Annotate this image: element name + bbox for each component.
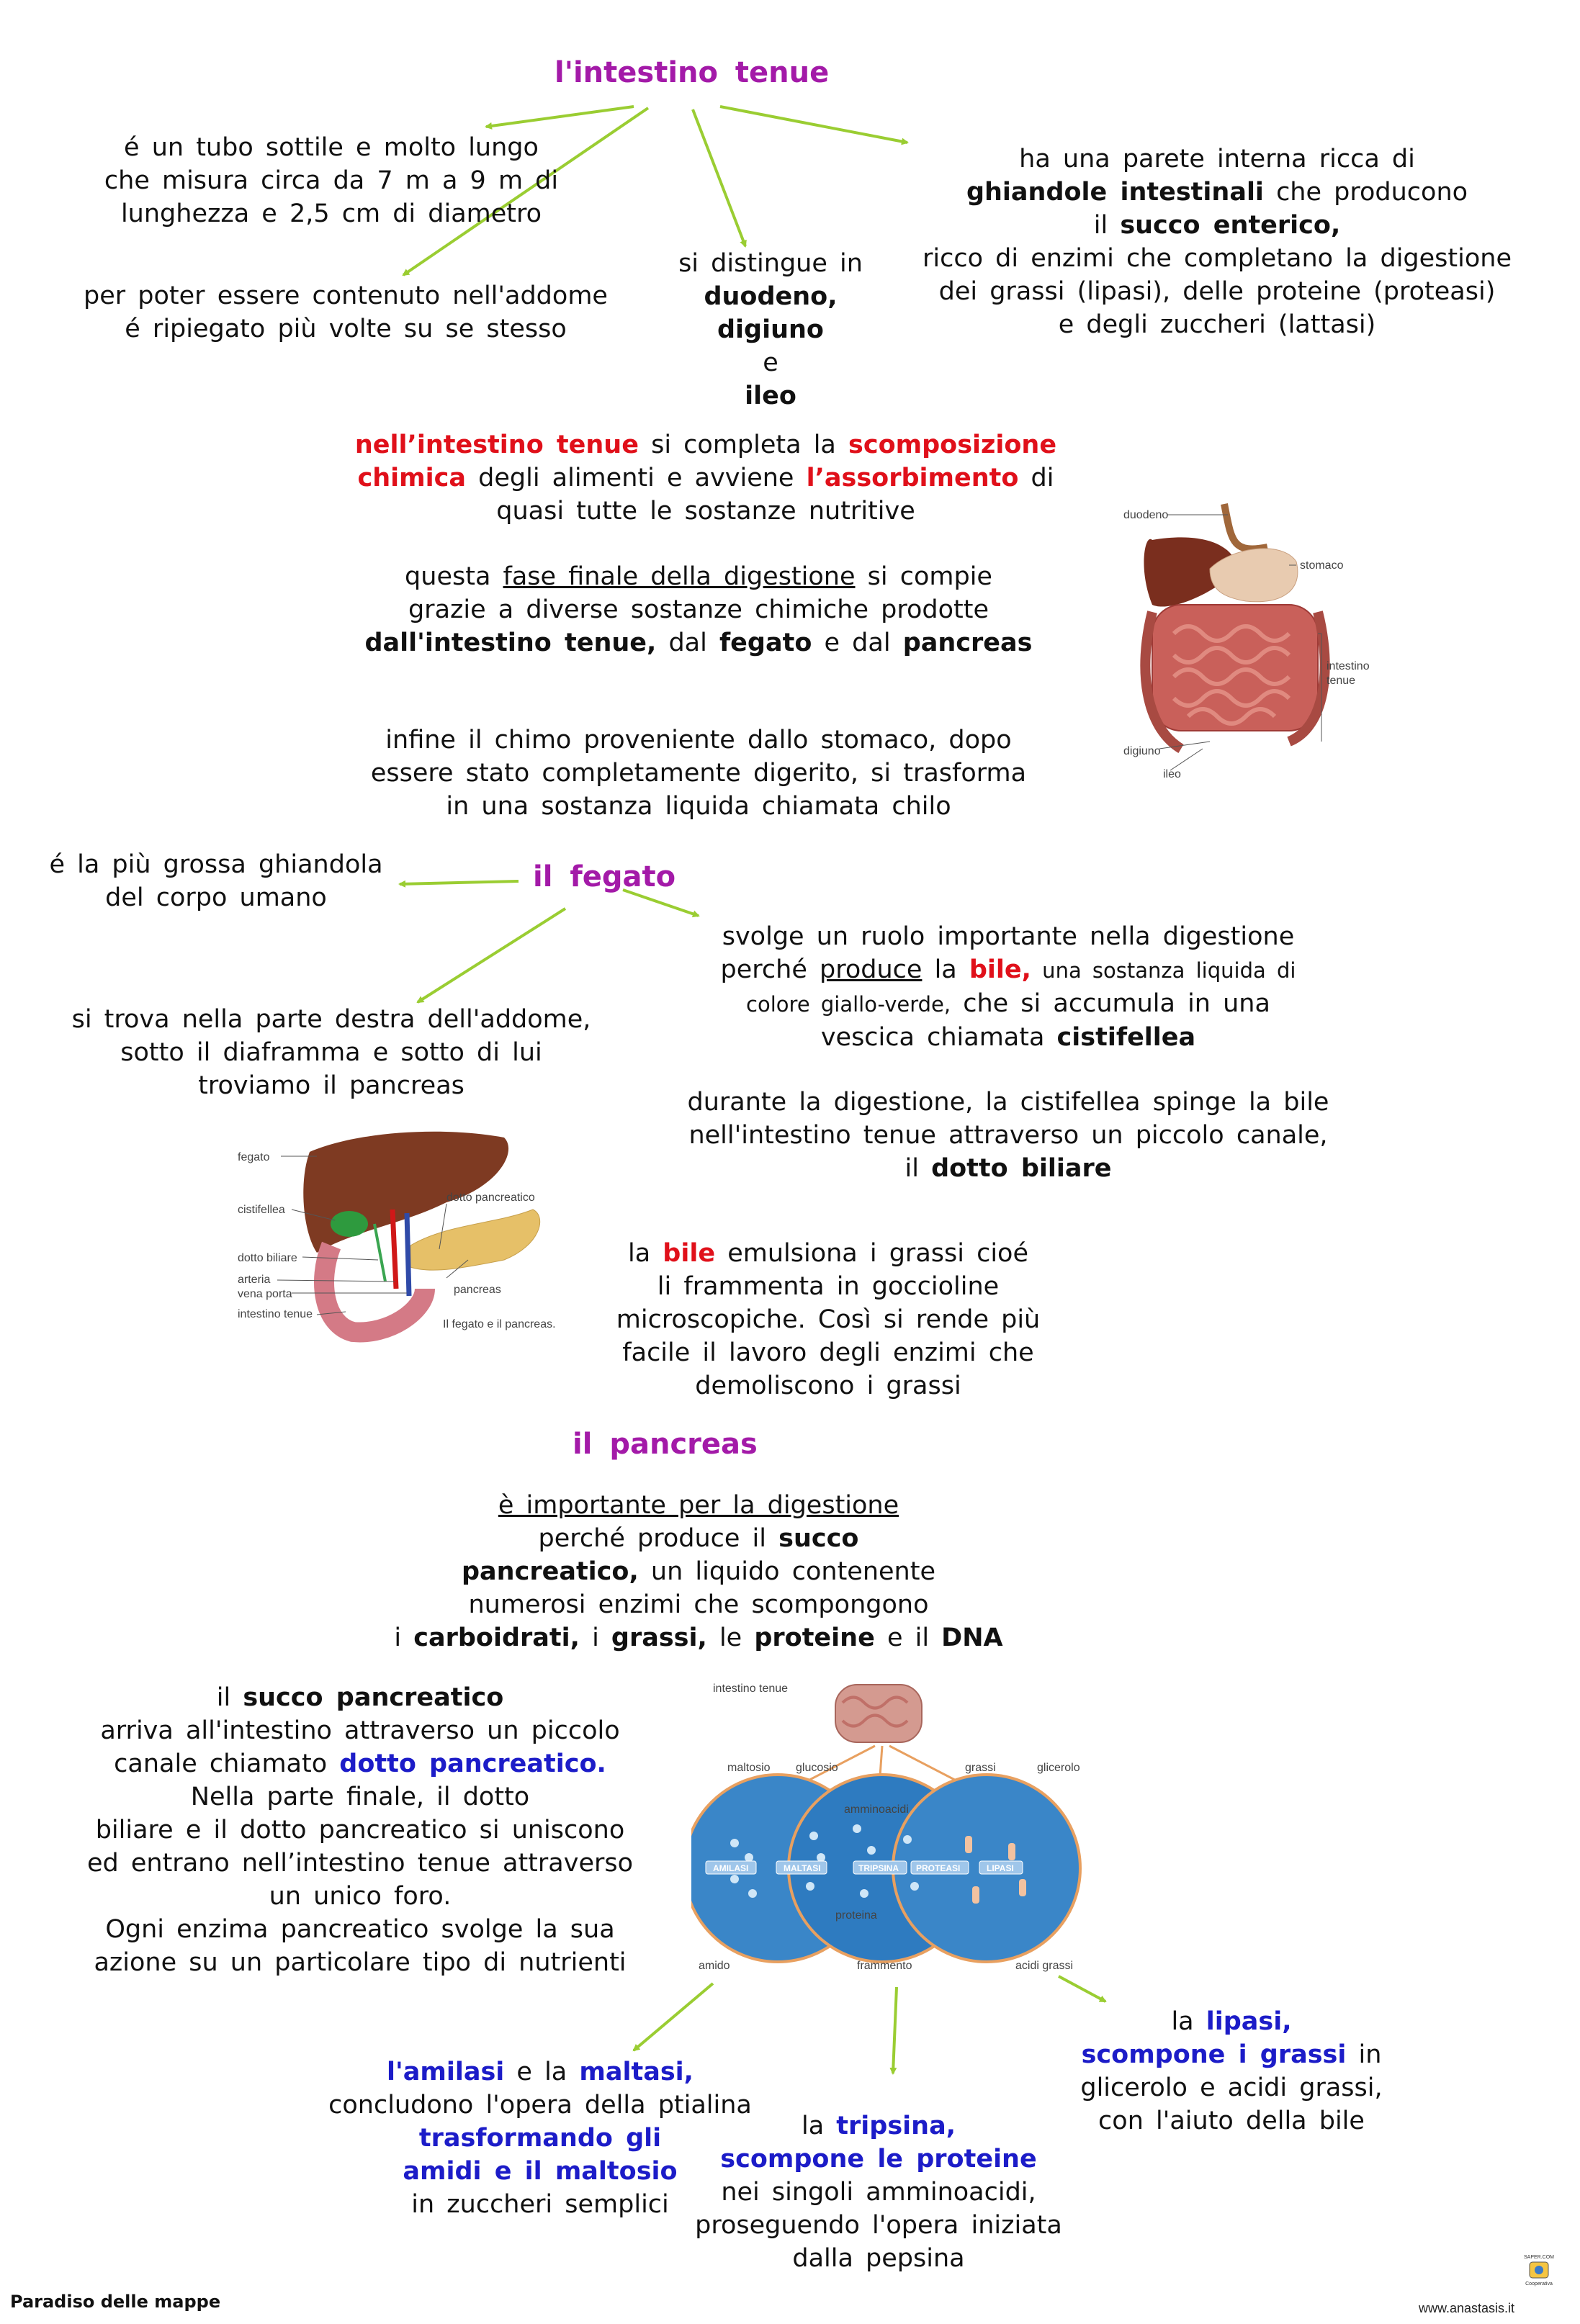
label-maltosio: maltosio [727,1762,771,1774]
label-cistifellea: cistifellea [238,1204,285,1216]
label-intestino-tenue-2: intestino tenue [713,1683,788,1695]
fegato-bile: svolge un ruolo importante nella digesti… [648,920,1368,1054]
arrow-lipasi [1059,1976,1105,2001]
label-glucosio: glucosio [796,1762,838,1774]
pancreatic-enzymes-illustration: AMILASI MALTASI TRIPSINA PROTEASI LIPASI… [691,1670,1109,1973]
intestino-glands: ha una parete interna ricca di ghiandole… [893,143,1541,341]
digestive-system-illustration: duodeno stomaco intestino tenue digiuno … [1123,497,1397,799]
arrow-amilasi [634,1983,713,2050]
pancreas-succo: il succo pancreatico arriva all'intestin… [65,1681,655,1979]
arrow-fegato-bile [623,890,699,916]
intestino-desc: é un tubo sottile e molto lungo che misu… [43,131,619,230]
intestino-final: questa fase finale della digestione si c… [317,560,1080,659]
pancreas-imp: è importante per la digestione perché pr… [310,1489,1087,1654]
label-intestino: intestino [1327,660,1370,672]
figure-caption: Il fegato e il pancreas. [443,1318,556,1330]
logo-top-text: SAPER.COM [1524,2255,1554,2260]
enzyme-lipasi: LIPASI [987,1863,1014,1873]
tripsina-block: la tripsina, scompone le proteine nei si… [691,2109,1066,2275]
label-digiuno: digiuno [1123,745,1161,757]
label-glicerolo: glicerolo [1037,1762,1080,1774]
intestino-title: l'intestino tenue [555,56,829,89]
label-amido: amido [699,1960,730,1972]
fegato-emuls: la bile emulsiona i grassi cioé li framm… [576,1237,1080,1402]
enzyme-tripsina: TRIPSINA [858,1863,899,1873]
arrow-tripsina [893,1987,897,2073]
arrow-fegato-pos [418,909,565,1002]
label-duodeno: duodeno [1123,509,1168,521]
intestino-chem: nell’intestino tenue si completa la scom… [317,428,1095,528]
arrow-fegato-size [400,881,519,884]
logo-bottom-text: Cooperativa [1525,2282,1553,2287]
label-tenue: tenue [1327,675,1355,687]
label-pancreas: pancreas [454,1284,501,1296]
label-frammento: frammento [857,1960,912,1972]
fegato-duct: durante la digestione, la cistifellea sp… [634,1086,1383,1185]
label-acidi-grassi: acidi grassi [1015,1960,1073,1972]
pancreas-title: il pancreas [573,1428,758,1461]
liver-pancreas-illustration: fegato cistifellea dotto biliare arteria… [230,1123,605,1382]
footer-title: Paradiso delle mappe [10,2292,220,2312]
enzyme-amilasi: AMILASI [713,1863,748,1873]
label-arteria: arteria [238,1274,270,1286]
arrow-to-glands [720,107,907,143]
intestino-chilo: infine il chimo proveniente dallo stomac… [317,724,1080,823]
fegato-title: il fegato [533,860,675,893]
arrow-to-desc [486,107,634,127]
footer-logo: SAPER.COM Cooperativa [1521,2252,1557,2295]
enzyme-proteasi: PROTEASI [916,1863,960,1873]
enzyme-maltasi: MALTASI [784,1863,821,1873]
label-grassi: grassi [965,1762,996,1774]
label-fegato: fegato [238,1151,270,1163]
label-proteina: proteina [835,1909,877,1922]
logo-icon: SAPER.COM Cooperativa [1521,2252,1557,2295]
label-vena-porta: vena porta [238,1288,292,1300]
label-stomaco: stomaco [1300,559,1344,572]
label-amminoacidi: amminoacidi [844,1803,909,1816]
intestino-fold: per poter essere contenuto nell'addome é… [43,279,648,346]
arrow-to-parts [693,109,745,246]
label-ileo: ileo [1163,768,1181,780]
fegato-pos: si trova nella parte destra dell'addome,… [43,1003,619,1102]
label-dotto-pancreatico: dotto pancreatico [446,1192,535,1204]
intestino-parts: si distingue in duodeno, digiuno e ileo [648,247,893,413]
lipasi-block: la lipasi, scompone i grassi in glicerol… [1044,2005,1419,2138]
footer-url[interactable]: www.anastasis.it [1419,2301,1514,2316]
fegato-size: é la più grossa ghiandola del corpo uman… [29,848,403,914]
label-dotto-biliare: dotto biliare [238,1252,297,1264]
label-intestino-tenue: intestino tenue [238,1308,313,1320]
